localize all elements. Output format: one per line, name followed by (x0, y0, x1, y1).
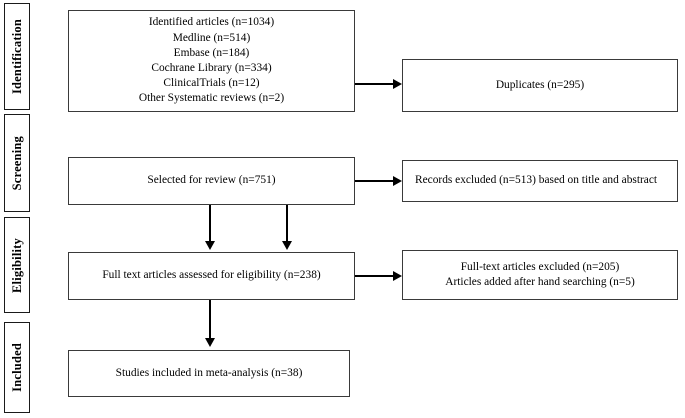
flow-box-identified-articles-text: Identified articles (n=1034) Medline (n=… (138, 16, 285, 105)
arrowhead-fulltext-to-included (205, 338, 216, 347)
stage-label-eligibility: Eligibility (9, 237, 24, 293)
flow-box-identified-articles: Identified articles (n=1034) Medline (n=… (68, 10, 355, 112)
flow-box-records-excluded-text: Records excluded (n=513) based on title … (415, 174, 658, 187)
stage-box-included: Included (4, 322, 30, 413)
connector-fulltext-to-included (209, 300, 212, 340)
flow-box-full-text-excluded: Full-text articles excluded (n=205) Arti… (402, 250, 678, 300)
stage-box-eligibility: Eligibility (4, 217, 30, 313)
connector-fulltext-to-excluded (355, 275, 395, 278)
connector-selected-to-fulltext-right (286, 205, 289, 244)
stage-label-screening: Screening (9, 135, 24, 191)
connector-selected-to-records-excluded (355, 180, 395, 183)
connector-selected-to-fulltext-left (209, 205, 212, 244)
flow-box-studies-included-text: Studies included in meta-analysis (n=38) (115, 366, 303, 379)
arrowhead-identified-to-duplicates (393, 79, 402, 90)
stage-label-included: Included (9, 343, 24, 392)
stage-label-identification: Identification (9, 18, 24, 95)
flow-box-full-text-excluded-text: Full-text articles excluded (n=205) Arti… (445, 260, 635, 288)
flow-box-full-text-assessed: Full text articles assessed for eligibil… (68, 252, 355, 300)
arrowhead-selected-to-fulltext-right (282, 241, 293, 250)
flow-box-studies-included: Studies included in meta-analysis (n=38) (68, 350, 350, 397)
flow-box-duplicates: Duplicates (n=295) (402, 59, 678, 112)
flow-box-records-excluded: Records excluded (n=513) based on title … (402, 160, 678, 202)
flow-box-selected-for-review: Selected for review (n=751) (68, 157, 355, 205)
flow-box-selected-for-review-text: Selected for review (n=751) (147, 174, 276, 187)
flow-box-duplicates-text: Duplicates (n=295) (495, 78, 585, 91)
stage-box-identification: Identification (4, 3, 30, 110)
arrowhead-selected-to-records-excluded (393, 176, 402, 187)
stage-box-screening: Screening (4, 114, 30, 212)
arrowhead-selected-to-fulltext-left (205, 241, 216, 250)
flow-box-full-text-assessed-text: Full text articles assessed for eligibil… (102, 269, 321, 282)
connector-identified-to-duplicates (355, 83, 395, 86)
arrowhead-fulltext-to-excluded (393, 271, 402, 282)
